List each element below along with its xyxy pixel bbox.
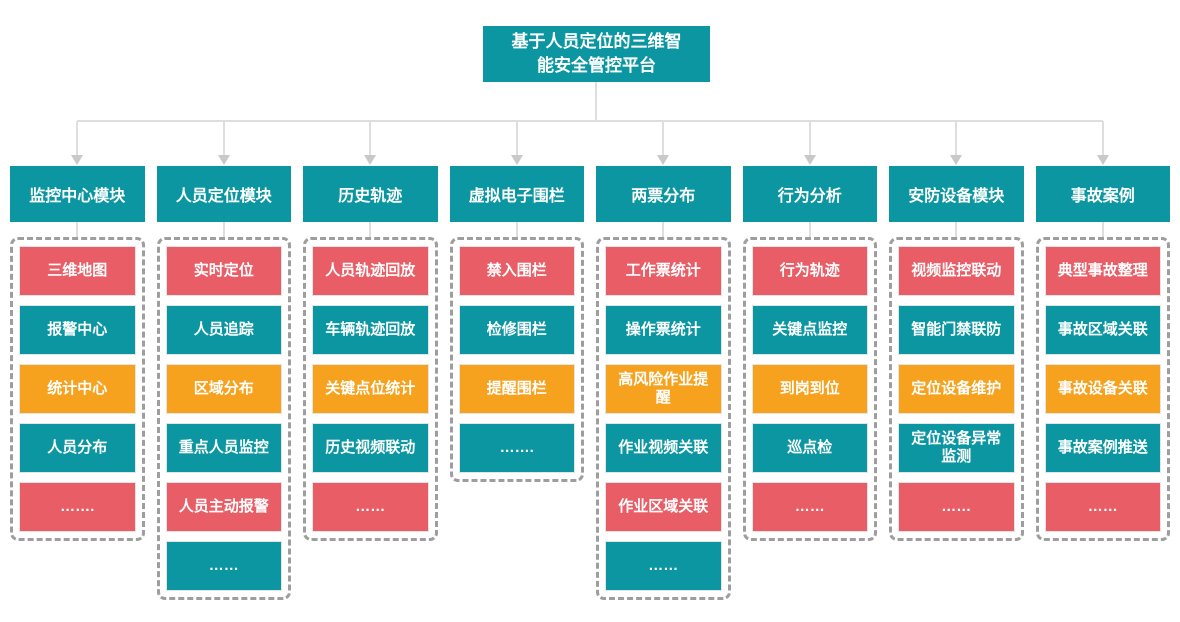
connector-drop-line [808,121,811,156]
diagram-node: 作业视频关联 [605,423,722,473]
diagram-node: 实时定位 [165,246,282,296]
diagram-node: 定位设备异常 监测 [898,423,1015,473]
diagram-node: 工作票统计 [605,246,722,296]
diagram-node: 三维地图 [19,246,136,296]
diagram-node: 操作票统计 [605,305,722,355]
connector-tick [662,222,665,237]
root-node: 基于人员定位的三维智 能安全管控平台 [483,26,710,82]
diagram-node: 智能门禁联防 [898,305,1015,355]
diagram-node: 历史视频联动 [312,423,429,473]
diagram-node: 检修围栏 [458,305,575,355]
diagram-node: 作业区域关联 [605,482,722,532]
connector-drop-line [222,121,225,156]
arrow-down-icon [71,155,84,165]
diagram-node: 区域分布 [165,364,282,414]
connector-drop-line [76,121,79,156]
diagram-node: 人员追踪 [165,305,282,355]
connector-horizontal-line [77,120,1103,122]
module-header: 监控中心模块 [10,166,145,222]
diagram-node: ……. [458,423,575,473]
module-panel: 行为轨迹 关键点监控 到岗到位 巡点检 …… [742,237,877,541]
module-header: 人员定位模块 [156,166,291,222]
module-header: 历史轨迹 [303,166,438,222]
diagram-node: 报警中心 [19,305,136,355]
module-columns: 监控中心模块 三维地图 报警中心 统计中心 人员分布 ……. 人员定位模块 实时… [10,121,1170,600]
diagram-node: 重点人员监控 [165,423,282,473]
diagram-node: 关键点位统计 [312,364,429,414]
diagram-node: 人员主动报警 [165,482,282,532]
diagram-node: 统计中心 [19,364,136,414]
module-header: 行为分析 [742,166,877,222]
module-column-virtual-fence: 虚拟电子围栏 禁入围栏 检修围栏 提醒围栏 ……. [449,121,584,600]
diagram-node: 车辆轨迹回放 [312,305,429,355]
module-column-security-equipment: 安防设备模块 视频监控联动 智能门禁联防 定位设备维护 定位设备异常 监测 …… [889,121,1024,600]
diagram-node: …… [165,541,282,591]
module-column-behavior-analysis: 行为分析 行为轨迹 关键点监控 到岗到位 巡点检 …… [742,121,877,600]
connector-tick [808,222,811,237]
module-column-personnel-positioning: 人员定位模块 实时定位 人员追踪 区域分布 重点人员监控 人员主动报警 …… [156,121,291,600]
diagram-node: …… [312,482,429,532]
module-panel: 工作票统计 操作票统计 高风险作业提 醒 作业视频关联 作业区域关联 …… [596,237,731,600]
module-column-history-track: 历史轨迹 人员轨迹回放 车辆轨迹回放 关键点位统计 历史视频联动 …… [303,121,438,600]
module-panel: 视频监控联动 智能门禁联防 定位设备维护 定位设备异常 监测 …… [889,237,1024,541]
connector-tick [515,222,518,237]
diagram-node: 人员轨迹回放 [312,246,429,296]
diagram-node: 事故区域关联 [1044,305,1161,355]
diagram-node: …… [751,482,868,532]
module-header: 两票分布 [596,166,731,222]
module-header: 事故案例 [1035,166,1170,222]
connector-tick [76,222,79,237]
connector-tick [955,222,958,237]
diagram-node: 典型事故整理 [1044,246,1161,296]
connector-tick [369,222,372,237]
arrow-down-icon [803,155,816,165]
diagram-node: …… [1044,482,1161,532]
diagram-node: …… [898,482,1015,532]
diagram-node: 提醒围栏 [458,364,575,414]
connector-tick [222,222,225,237]
arrow-down-icon [510,155,523,165]
diagram-node: 人员分布 [19,423,136,473]
connector-drop-line [515,121,518,156]
module-column-monitoring-center: 监控中心模块 三维地图 报警中心 统计中心 人员分布 ……. [10,121,145,600]
module-panel: 人员轨迹回放 车辆轨迹回放 关键点位统计 历史视频联动 …… [303,237,438,541]
arrow-down-icon [657,155,670,165]
arrow-down-icon [217,155,230,165]
module-panel: 实时定位 人员追踪 区域分布 重点人员监控 人员主动报警 …… [156,237,291,600]
module-header: 安防设备模块 [889,166,1024,222]
diagram-node: …… [605,541,722,591]
module-panel: 三维地图 报警中心 统计中心 人员分布 ……. [10,237,145,541]
connector-drop-line [662,121,665,156]
connector-root-drop [595,82,597,121]
module-panel: 典型事故整理 事故区域关联 事故设备关联 事故案例推送 …… [1035,237,1170,541]
diagram-node: 定位设备维护 [898,364,1015,414]
arrow-down-icon [1096,155,1109,165]
connector-drop-line [955,121,958,156]
diagram-node: 到岗到位 [751,364,868,414]
diagram-node: 禁入围栏 [458,246,575,296]
connector-drop-line [369,121,372,156]
arrow-down-icon [364,155,377,165]
diagram-node: 行为轨迹 [751,246,868,296]
diagram-node: 高风险作业提 醒 [605,364,722,414]
diagram-node: 事故设备关联 [1044,364,1161,414]
module-column-two-tickets: 两票分布 工作票统计 操作票统计 高风险作业提 醒 作业视频关联 作业区域关联 … [596,121,731,600]
diagram-node: 事故案例推送 [1044,423,1161,473]
diagram-node: 巡点检 [751,423,868,473]
diagram-node: 视频监控联动 [898,246,1015,296]
diagram-node: 关键点监控 [751,305,868,355]
connector-drop-line [1101,121,1104,156]
connector-tick [1101,222,1104,237]
diagram-node: ……. [19,482,136,532]
module-header: 虚拟电子围栏 [449,166,584,222]
arrow-down-icon [950,155,963,165]
module-column-accident-cases: 事故案例 典型事故整理 事故区域关联 事故设备关联 事故案例推送 …… [1035,121,1170,600]
module-panel: 禁入围栏 检修围栏 提醒围栏 ……. [449,237,584,482]
